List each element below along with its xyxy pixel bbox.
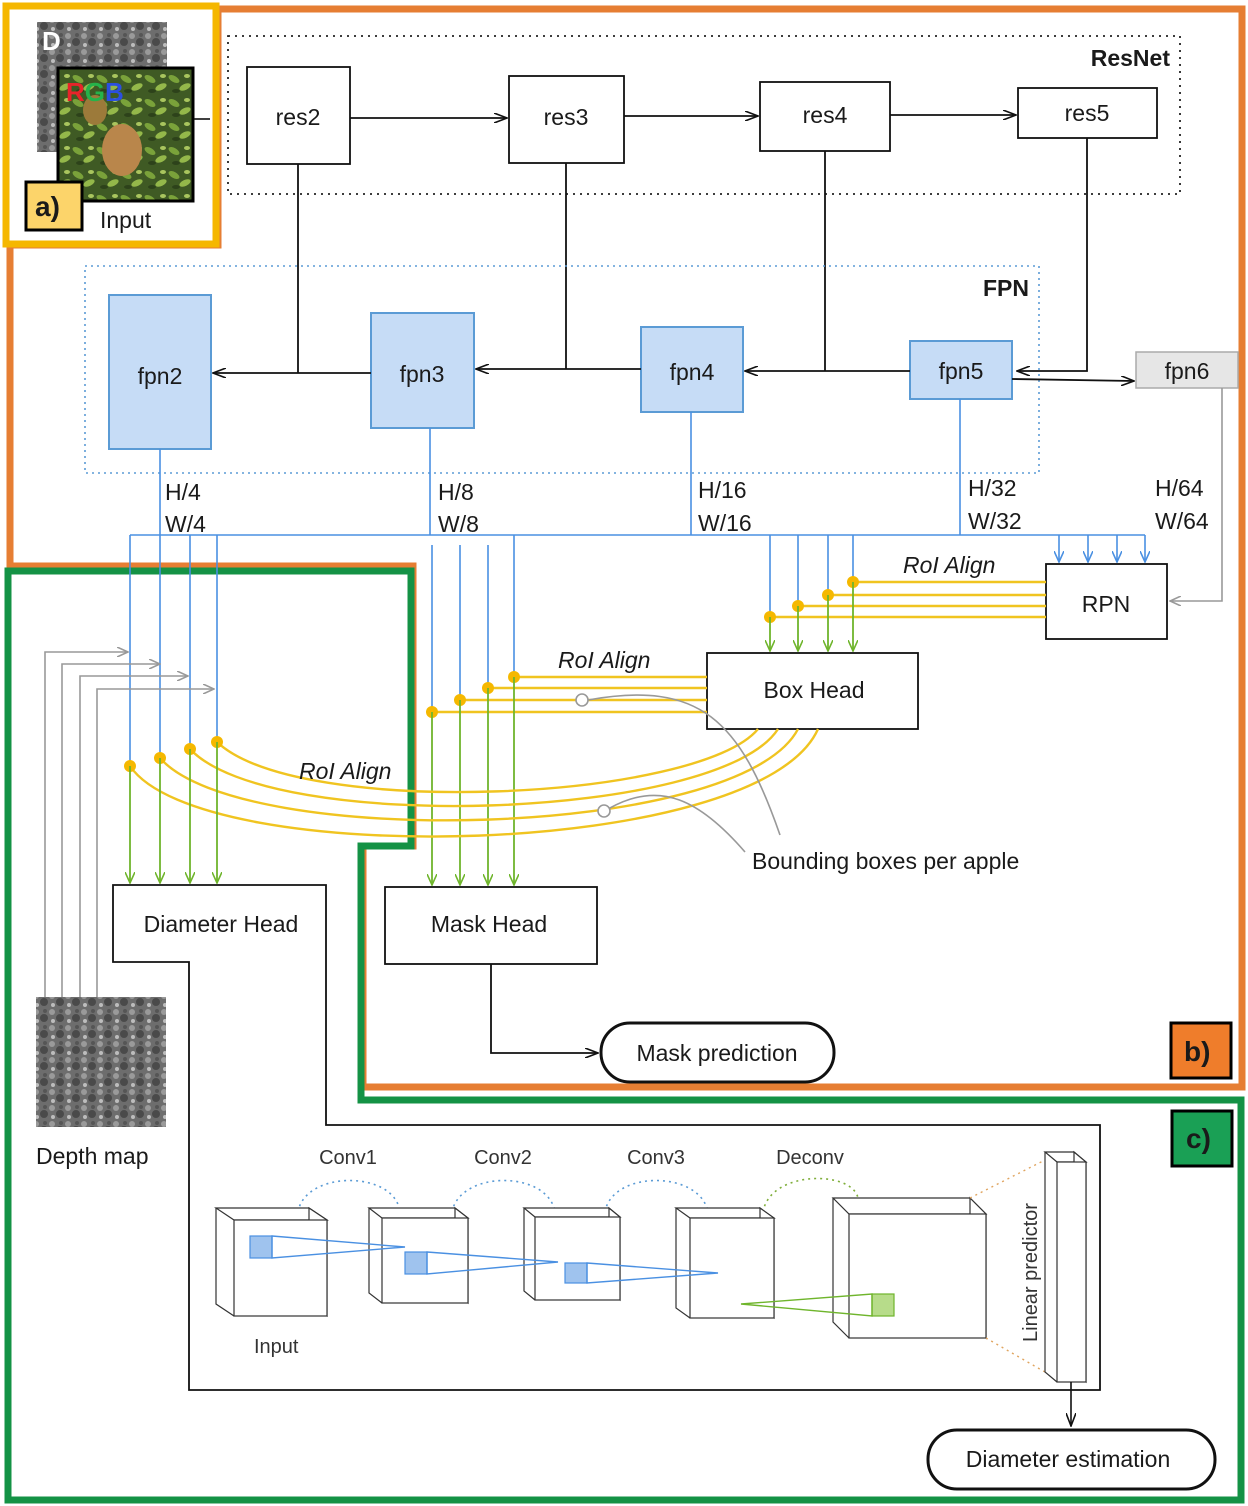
bounding-boxes-label: Bounding boxes per apple bbox=[752, 848, 1019, 874]
deconv-label: Deconv bbox=[776, 1147, 844, 1169]
diameter-roi-curves bbox=[130, 729, 818, 837]
diameter-head-label: Diameter Head bbox=[144, 911, 299, 937]
conv3-label: Conv3 bbox=[627, 1147, 685, 1169]
kernel-4 bbox=[872, 1294, 894, 1316]
apple-shape bbox=[102, 124, 142, 176]
mask-output-arrow bbox=[491, 964, 598, 1053]
deconv-feature-cube bbox=[833, 1198, 986, 1338]
diameter-network: Conv1 Conv2 Conv3 Deconv bbox=[216, 1147, 1086, 1382]
scale-w64: W/64 bbox=[1155, 508, 1209, 534]
scale-h16: H/16 bbox=[698, 477, 747, 503]
depth-letter: D bbox=[42, 26, 61, 56]
resnet-title: ResNet bbox=[1091, 45, 1171, 71]
input-feature-cube bbox=[216, 1208, 327, 1316]
scale-h64: H/64 bbox=[1155, 475, 1204, 501]
diameterhead-input-arrows bbox=[130, 742, 217, 883]
rpn-roi-lines bbox=[770, 582, 1046, 617]
fpn6-label: fpn6 bbox=[1165, 358, 1210, 384]
conv3-feature-cube bbox=[676, 1208, 774, 1318]
res3-label: res3 bbox=[544, 104, 589, 130]
section-b-label: b) bbox=[1184, 1036, 1210, 1067]
rpn-label: RPN bbox=[1082, 591, 1131, 617]
fpn-title: FPN bbox=[983, 275, 1029, 301]
rgb-letter-b: B bbox=[105, 77, 124, 107]
rgb-letter-r: R bbox=[66, 77, 85, 107]
linear-predictor-label: Linear predictor bbox=[1020, 1203, 1042, 1342]
diameter-estimation-label: Diameter estimation bbox=[966, 1446, 1171, 1472]
maskhead-input-arrows bbox=[432, 677, 514, 885]
scale-h32: H/32 bbox=[968, 475, 1017, 501]
fpn5-label: fpn5 bbox=[939, 358, 984, 384]
diameter-roi-dots bbox=[124, 736, 223, 772]
mask-head-label: Mask Head bbox=[431, 911, 547, 937]
box-head-label: Box Head bbox=[763, 677, 864, 703]
roi-align-label-diameter: RoI Align bbox=[299, 758, 391, 784]
conv2-feature-cube bbox=[524, 1208, 620, 1300]
kernel-3 bbox=[565, 1263, 587, 1283]
section-a-label: a) bbox=[35, 191, 60, 222]
fpn3-label: fpn3 bbox=[400, 361, 445, 387]
scale-h4: H/4 bbox=[165, 479, 201, 505]
conv1-label: Conv1 bbox=[319, 1147, 377, 1169]
section-c-label: c) bbox=[1186, 1123, 1211, 1154]
scale-w16: W/16 bbox=[698, 510, 752, 536]
mask-prediction-label: Mask prediction bbox=[636, 1040, 797, 1066]
roi-align-label-mask: RoI Align bbox=[558, 647, 650, 673]
res2-label: res2 bbox=[276, 104, 321, 130]
roi-align-label-rpn: RoI Align bbox=[903, 552, 995, 578]
scale-w32: W/32 bbox=[968, 508, 1022, 534]
fpn2-label: fpn2 bbox=[138, 363, 183, 389]
res5-label: res5 bbox=[1065, 100, 1110, 126]
scale-h8: H/8 bbox=[438, 479, 474, 505]
res4-label: res4 bbox=[803, 102, 848, 128]
svg-text:RGB: RGB bbox=[66, 77, 124, 107]
network-input-label: Input bbox=[254, 1336, 299, 1358]
rgb-letter-g: G bbox=[85, 77, 105, 107]
kernel-2 bbox=[405, 1252, 427, 1274]
linear-predictor-bar bbox=[1045, 1152, 1086, 1382]
depth-map-label: Depth map bbox=[36, 1143, 149, 1169]
depth-map-image bbox=[36, 997, 166, 1127]
scale-w4: W/4 bbox=[165, 511, 206, 537]
conv2-arc bbox=[452, 1181, 555, 1213]
scale-w8: W/8 bbox=[438, 511, 479, 537]
fpn4-label: fpn4 bbox=[670, 359, 715, 385]
conv2-label: Conv2 bbox=[474, 1147, 532, 1169]
conv3-arc bbox=[605, 1181, 708, 1213]
mask-roi-lines bbox=[432, 677, 707, 712]
kernel-1 bbox=[250, 1236, 272, 1258]
conv1-arc bbox=[298, 1181, 400, 1213]
input-label: Input bbox=[100, 207, 152, 233]
